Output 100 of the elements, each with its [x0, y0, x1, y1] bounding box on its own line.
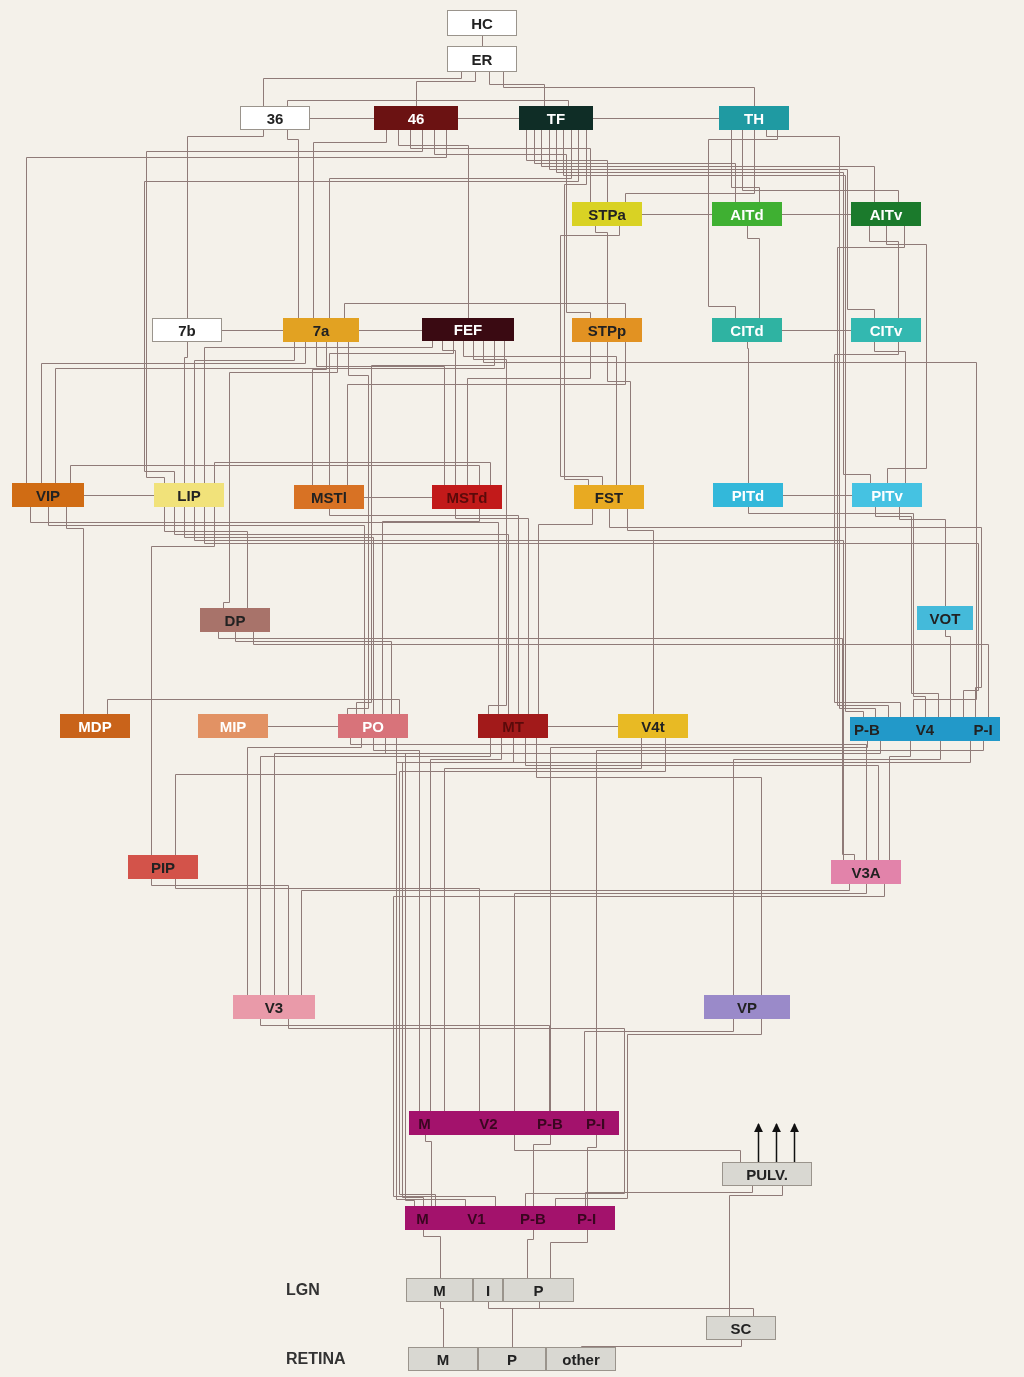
connection-line — [174, 506, 509, 715]
area-label: TF — [546, 110, 566, 126]
connection-line — [66, 506, 84, 715]
connection-line — [483, 340, 977, 718]
area-label: P-I — [576, 1210, 597, 1226]
connection-line — [534, 129, 736, 203]
area-label: FST — [594, 489, 624, 505]
area-box — [374, 106, 458, 130]
arrow — [754, 1123, 763, 1163]
area-label: P-I — [973, 721, 993, 737]
connection-line — [837, 225, 905, 718]
area-label: P-B — [520, 1210, 546, 1226]
arrow — [772, 1123, 781, 1163]
area-label: MT — [502, 718, 524, 734]
area-label: CITd — [730, 322, 764, 338]
connection-line — [547, 726, 619, 727]
area-box — [712, 202, 782, 226]
area-label: LIP — [177, 487, 201, 503]
connection-line — [402, 737, 514, 1207]
connection-line — [482, 35, 483, 47]
area-label: PULV. — [746, 1166, 788, 1182]
connection-line — [607, 341, 631, 486]
area-label: M — [436, 1351, 450, 1367]
area-box — [519, 106, 593, 130]
connection-line — [556, 129, 871, 484]
connection-line — [889, 740, 911, 861]
area-label: CITv — [869, 322, 903, 338]
area-label: P — [533, 1282, 544, 1298]
connection-line — [766, 129, 876, 718]
connection-line — [834, 341, 901, 718]
area-box — [447, 46, 517, 72]
connection-line — [945, 629, 951, 718]
subarea-box — [473, 1278, 503, 1302]
connection-line — [287, 100, 569, 107]
connection-line — [301, 883, 850, 996]
connection-line — [347, 341, 626, 486]
connection-line — [329, 508, 519, 715]
area-label: STPp — [587, 322, 627, 338]
subarea-box — [478, 1347, 546, 1371]
connection-line — [595, 225, 608, 319]
area-label: 7b — [178, 322, 196, 338]
area-label: I — [485, 1282, 491, 1298]
area-box — [60, 714, 130, 738]
area-label: LGN — [286, 1280, 321, 1300]
connection-line — [592, 118, 720, 119]
area-label: M — [416, 1210, 429, 1226]
area-box — [409, 1111, 619, 1135]
area-box — [405, 1206, 615, 1230]
connection-line — [463, 340, 617, 486]
connection-line — [609, 508, 982, 718]
connection-line — [70, 465, 480, 486]
connection-line — [596, 740, 984, 1112]
arrow — [790, 1123, 799, 1163]
connection-line — [489, 71, 545, 107]
area-label: M — [433, 1282, 446, 1298]
area-label: ER — [471, 51, 493, 67]
area-box — [852, 483, 922, 507]
connection-line — [146, 129, 423, 484]
area-box — [851, 202, 921, 226]
area-box — [432, 485, 502, 509]
connection-line — [260, 737, 491, 996]
area-box — [12, 483, 84, 507]
connection-line — [263, 71, 462, 107]
connection-line — [473, 340, 507, 715]
connection-line — [393, 883, 885, 1207]
area-label: P-I — [585, 1115, 606, 1131]
connection-line — [555, 1018, 762, 1207]
connection-line — [221, 330, 284, 331]
area-box — [338, 714, 408, 738]
connection-line — [175, 878, 480, 1112]
connection-line — [26, 129, 447, 484]
area-box — [128, 855, 198, 879]
connection-line — [214, 462, 491, 486]
area-box — [706, 1316, 776, 1340]
connection-line — [187, 129, 264, 319]
connection-line — [425, 1134, 432, 1207]
connection-line — [41, 341, 306, 484]
connection-line — [247, 737, 362, 996]
connection-line — [747, 225, 760, 319]
connection-line — [274, 740, 881, 996]
connection-line — [585, 1185, 753, 1207]
connection-line — [344, 303, 626, 319]
area-label: V2 — [478, 1113, 499, 1134]
connection-line — [83, 495, 155, 496]
connection-line — [526, 129, 608, 203]
connection-line — [373, 737, 420, 1112]
connection-line — [563, 129, 864, 718]
area-box — [719, 106, 789, 130]
area-box — [704, 995, 790, 1019]
area-label: 36 — [266, 110, 284, 126]
connection-line — [55, 340, 505, 484]
connection-line — [329, 340, 454, 486]
connection-line — [313, 129, 387, 319]
connection-line — [875, 506, 939, 718]
area-label: PO — [362, 718, 384, 734]
connection-line — [253, 631, 989, 718]
area-label: V4t — [641, 718, 665, 734]
area-box — [286, 1278, 574, 1302]
connection-line — [288, 1018, 625, 1207]
area-label: P-B — [854, 721, 880, 737]
